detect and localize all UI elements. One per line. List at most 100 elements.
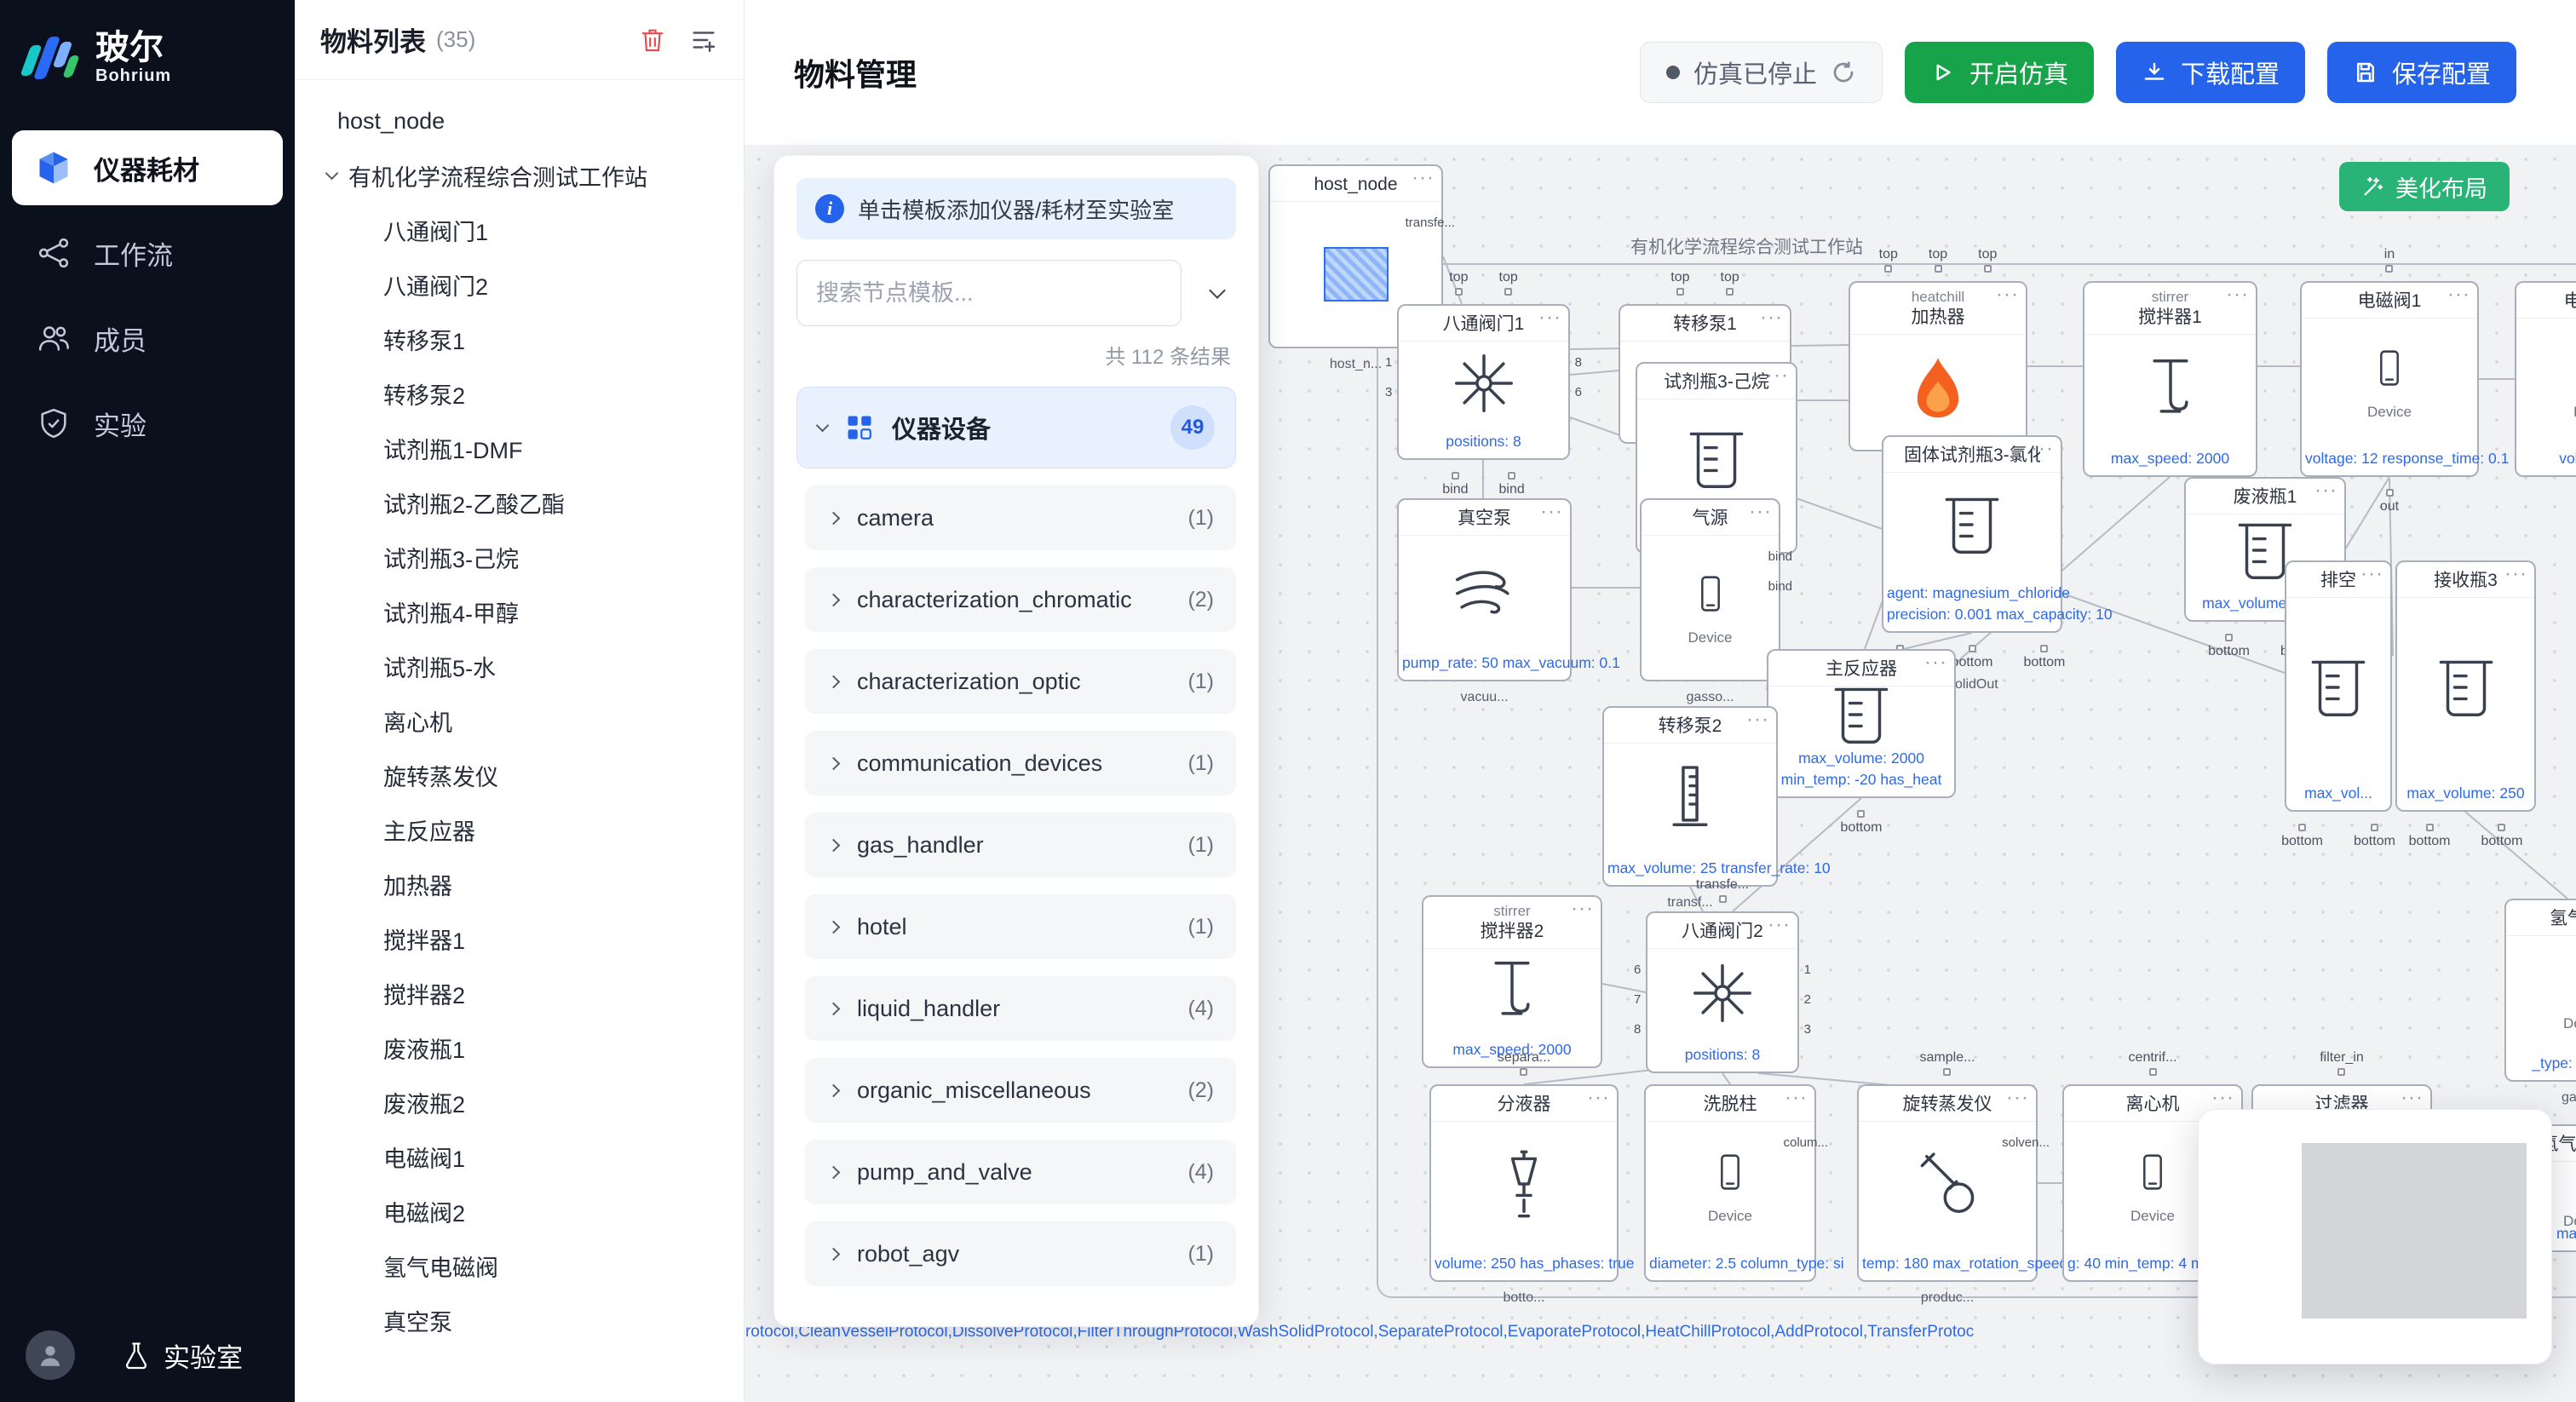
category-gas_handler[interactable]: gas_handler(1) <box>805 813 1236 877</box>
save-config-button[interactable]: 保存配置 <box>2326 42 2516 103</box>
tree-item[interactable]: 试剂瓶4-甲醇 <box>383 600 520 627</box>
node-menu-icon[interactable]: ··· <box>1571 897 1594 920</box>
download-config-button[interactable]: 下载配置 <box>2115 42 2305 103</box>
sim-status-pill[interactable]: 仿真已停止 <box>1639 42 1883 103</box>
tree-item[interactable]: 搅拌器1 <box>383 928 466 954</box>
brand-logo[interactable]: 玻尔 Bohrium <box>0 0 295 117</box>
canvas-node-分液器[interactable]: separa...分液器···volume: 250 has_phases: t… <box>1429 1050 1635 1305</box>
node-menu-icon[interactable]: ··· <box>2226 283 2249 306</box>
category-hotel[interactable]: hotel(1) <box>805 894 1236 959</box>
node-menu-icon[interactable]: ··· <box>2447 283 2470 306</box>
list-settings-icon[interactable] <box>689 26 718 55</box>
node-menu-icon[interactable]: ··· <box>1766 364 1789 387</box>
tree-item[interactable]: 八通阀门1 <box>383 219 489 245</box>
tree-item[interactable]: 废液瓶2 <box>383 1091 466 1118</box>
category-pump_and_valve[interactable]: pump_and_valve(4) <box>805 1140 1236 1204</box>
tree-item[interactable]: 电磁阀1 <box>383 1146 466 1172</box>
tree-item[interactable]: 废液瓶1 <box>383 1037 466 1063</box>
panel-collapse-button[interactable] <box>1199 282 1236 299</box>
node-menu-icon[interactable]: ··· <box>1924 651 1947 674</box>
node-menu-icon[interactable]: ··· <box>2401 1086 2424 1109</box>
sidebar-item-members[interactable]: 成员 <box>12 301 283 376</box>
start-simulation-button[interactable]: 开启仿真 <box>1904 42 2094 103</box>
trash-icon[interactable] <box>638 26 667 55</box>
sidebar-item-instruments[interactable]: 仪器耗材 <box>12 130 283 205</box>
node-title: 加热器 <box>1911 307 1965 327</box>
tree-item[interactable]: 旋转蒸发仪 <box>383 764 498 790</box>
tree-item[interactable]: 真空泵 <box>383 1309 452 1336</box>
node-menu-icon[interactable]: ··· <box>1768 913 1791 936</box>
node-menu-icon[interactable]: ··· <box>1749 500 1772 523</box>
tree-item[interactable]: 试剂瓶5-水 <box>383 655 497 681</box>
template-search-input[interactable] <box>796 260 1182 326</box>
section-instrument-devices[interactable]: 仪器设备 49 <box>796 387 1236 468</box>
chevron-right-icon <box>826 1083 841 1097</box>
tree-item[interactable]: 离心机 <box>383 710 452 736</box>
canvas-node-旋转蒸发仪[interactable]: sample...旋转蒸发仪···temp: 180 max_rotation_… <box>1857 1050 2072 1305</box>
canvas-node-氢气气源[interactable]: 氢气气源···Device_type: hydrogengasso... <box>2504 899 2576 1105</box>
tree-item-root[interactable]: host_node <box>337 107 446 134</box>
beaker-icon <box>1825 678 1898 756</box>
node-menu-icon[interactable]: ··· <box>1785 1086 1808 1109</box>
category-communication_devices[interactable]: communication_devices(1) <box>805 731 1236 796</box>
node-menu-icon[interactable]: ··· <box>2504 562 2527 585</box>
tree-item[interactable]: 试剂瓶3-己烷 <box>383 546 520 572</box>
avatar[interactable] <box>26 1330 75 1380</box>
category-organic_miscellaneous[interactable]: organic_miscellaneous(2) <box>805 1058 1236 1123</box>
minimap-viewport[interactable] <box>2302 1143 2527 1319</box>
node-menu-icon[interactable]: ··· <box>2211 1086 2234 1109</box>
tree-item[interactable]: 搅拌器2 <box>383 982 466 1008</box>
tree-item[interactable]: 试剂瓶1-DMF <box>383 437 523 463</box>
tree-item[interactable]: 加热器 <box>383 873 452 899</box>
canvas-node-固体试剂瓶3-氯化镁[interactable]: 固体试剂瓶3-氯化镁···agent: magnesium_chloridepr… <box>1879 435 2113 692</box>
node-params: volume: 250 has_phases: true <box>1435 1254 1635 1272</box>
node-menu-icon[interactable]: ··· <box>1412 166 1435 189</box>
node-title: 转移泵1 <box>1673 314 1737 334</box>
page-header: 物料管理 仿真已停止 开启仿真 下载配置 保存配置 <box>745 0 2576 145</box>
tree-item[interactable]: 电磁阀2 <box>383 1200 466 1227</box>
node-menu-icon[interactable]: ··· <box>1538 306 1561 329</box>
node-menu-icon[interactable]: ··· <box>2006 1086 2029 1109</box>
category-characterization_optic[interactable]: characterization_optic(1) <box>805 649 1236 714</box>
tree-item[interactable]: 试剂瓶2-乙酸乙酯 <box>383 491 566 518</box>
node-menu-icon[interactable]: ··· <box>1746 708 1769 731</box>
node-menu-icon[interactable]: ··· <box>2314 479 2337 502</box>
tree-item[interactable]: 转移泵1 <box>383 328 466 354</box>
node-menu-icon[interactable]: ··· <box>2031 437 2054 460</box>
node-menu-icon[interactable]: ··· <box>1996 283 2019 306</box>
lab-link[interactable]: 实验室 <box>121 1336 243 1375</box>
category-characterization_chromatic[interactable]: characterization_chromatic(2) <box>805 567 1236 632</box>
tree-group[interactable]: 有机化学流程综合测试工作站 <box>295 148 744 203</box>
tree-item[interactable]: 八通阀门2 <box>383 273 489 300</box>
category-liquid_handler[interactable]: liquid_handler(4) <box>805 976 1236 1041</box>
node-menu-icon[interactable]: ··· <box>1540 500 1563 523</box>
category-camera[interactable]: camera(1) <box>805 486 1236 550</box>
node-menu-icon[interactable]: ··· <box>1587 1086 1610 1109</box>
node-menu-icon[interactable]: ··· <box>2360 562 2383 585</box>
minimap[interactable] <box>2198 1109 2552 1365</box>
node-foot-label: gasso... <box>1686 690 1734 704</box>
category-robot_agv[interactable]: robot_agv(1) <box>805 1221 1236 1286</box>
tree-item[interactable]: 主反应器 <box>383 819 475 845</box>
node-menu-icon[interactable]: ··· <box>1760 306 1783 329</box>
beautify-layout-button[interactable]: 美化布局 <box>2339 162 2510 211</box>
sidebar-item-experiments[interactable]: 实验 <box>12 386 283 461</box>
sidebar-item-workflow[interactable]: 工作流 <box>12 215 283 290</box>
tree-item[interactable]: 氢气电磁阀 <box>383 1255 498 1281</box>
tree-item[interactable]: 转移泵2 <box>383 382 466 409</box>
canvas-node-host_node[interactable]: host_node···transfe...host_n... <box>1268 164 1455 371</box>
